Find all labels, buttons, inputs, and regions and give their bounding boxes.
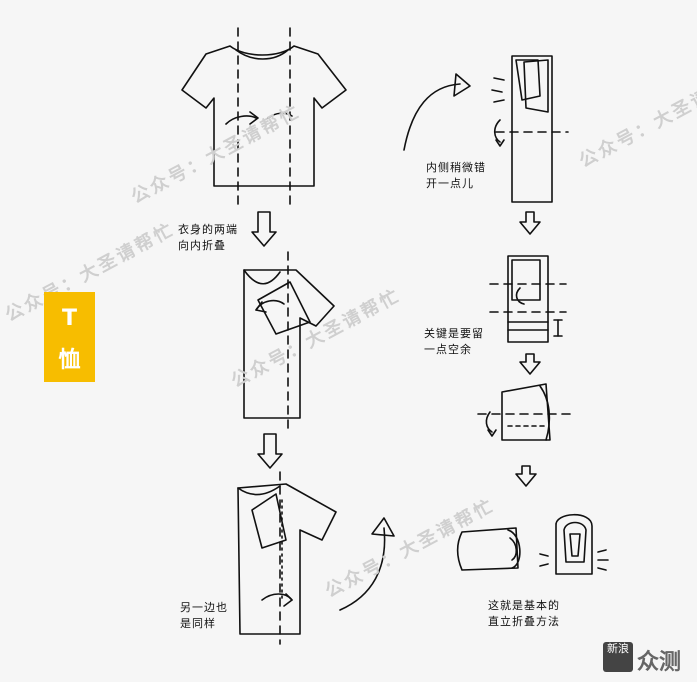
step3-note-line1: 另一边也: [180, 601, 228, 614]
step1-note: 衣身的两端 向内折叠: [178, 222, 238, 254]
step2-half-fold: [243, 251, 335, 431]
step5-note: 关键是要留 一点空余: [424, 326, 484, 358]
step1-note-line2: 向内折叠: [178, 239, 226, 252]
down-arrow-5: [515, 465, 537, 487]
step5-note-line2: 一点空余: [424, 343, 472, 356]
brand-logo: 新浪 众测: [603, 640, 689, 675]
step7-note: 这就是基本的 直立折叠方法: [488, 598, 560, 630]
step4-note-line2: 开一点儿: [426, 177, 474, 190]
down-arrow-1: [251, 211, 277, 247]
down-arrow-2: [257, 433, 283, 469]
step4-note-line1: 内侧稍微错: [426, 161, 486, 174]
brand-seal: 新浪: [603, 642, 633, 672]
step7-final-horizontal: [456, 527, 521, 571]
step1-note-line1: 衣身的两端: [178, 223, 238, 236]
step7-note-line1: 这就是基本的: [488, 599, 560, 612]
down-arrow-3: [519, 211, 541, 235]
step6-roll: [477, 383, 575, 441]
step4-strip: [491, 55, 569, 203]
category-tag: T 恤: [44, 292, 95, 382]
step3-both-fold: [237, 471, 337, 645]
step4-note: 内侧稍微错 开一点儿: [426, 160, 486, 192]
brand-name: 众测: [637, 650, 682, 675]
curve-arrow-right: [403, 73, 471, 151]
tag-line-2: 恤: [58, 348, 81, 373]
step7-final-vertical: [539, 514, 609, 575]
step5-note-line1: 关键是要留: [424, 327, 484, 340]
down-arrow-4: [519, 353, 541, 375]
step5-fold: [489, 255, 567, 343]
tag-line-1: T: [61, 306, 77, 331]
curve-arrow-up: [339, 517, 395, 611]
step3-note-line2: 是同样: [180, 617, 216, 630]
step7-note-line2: 直立折叠方法: [488, 615, 560, 628]
step1-tshirt: [181, 27, 347, 207]
step3-note: 另一边也 是同样: [180, 600, 228, 632]
